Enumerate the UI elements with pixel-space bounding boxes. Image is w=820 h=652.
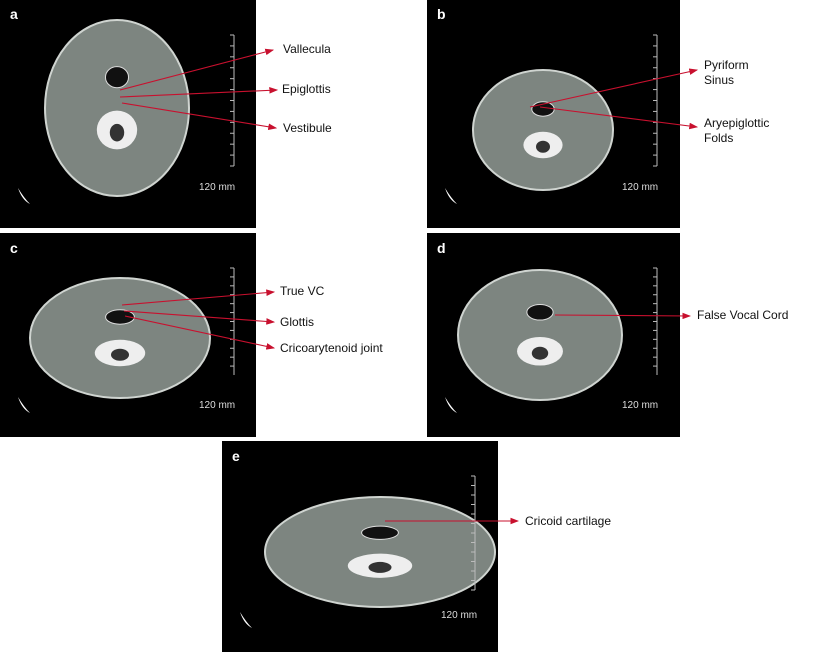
spinal-canal-b [536,140,550,153]
scale-text-c: 120 mm [199,400,236,411]
airway-a [104,66,130,89]
pointer-arrow [539,106,699,130]
airway-d [526,303,554,321]
neck-cross-section-e [264,496,496,608]
pointer-arrow [119,87,279,98]
label-aryepiglottic-folds: Aryepiglottic Folds [704,116,770,145]
label-glottis: Glottis [280,315,315,329]
pointer-arrow [554,312,692,320]
panel-label-a: a [10,6,18,22]
label-vallecula: Vallecula [283,42,331,56]
neck-cross-section-a [44,19,190,197]
label-vestibule: Vestibule [283,121,332,135]
spinal-canal-c [111,348,129,361]
neck-cross-section-b [472,69,614,191]
scale-text-d: 120 mm [622,400,659,411]
scale-text-b: 120 mm [622,182,659,193]
neck-cross-section-c [29,277,211,399]
pointer-arrow [529,68,699,108]
panel-label-e: e [232,448,240,464]
label-cricoid-cartilage: Cricoid cartilage [525,514,612,528]
pointer-arrow [123,310,276,325]
neck-cross-section-d [457,269,623,401]
label-true-vc: True VC [280,284,325,298]
label-false-vocal-cord: False Vocal Cord [697,308,789,322]
scale-text-a: 120 mm [199,182,236,193]
spinal-canal-a [109,123,125,142]
airway-c [105,309,135,325]
pointer-arrow [124,315,276,350]
label-pyriform-sinus: Pyriform Sinus [704,58,749,87]
pointer-arrow [121,102,278,131]
panel-label-b: b [437,6,446,22]
spinal-canal-d [531,346,549,360]
airway-e [361,525,399,540]
label-cricoarytenoid-joint: Cricoarytenoid joint [280,341,383,355]
pointer-arrow [121,289,276,306]
panel-label-c: c [10,240,18,256]
scale-text-e: 120 mm [441,610,478,621]
spinal-canal-e [368,561,392,573]
label-epiglottis: Epiglottis [282,82,331,96]
pointer-arrow [119,48,275,91]
panel-label-d: d [437,240,446,256]
